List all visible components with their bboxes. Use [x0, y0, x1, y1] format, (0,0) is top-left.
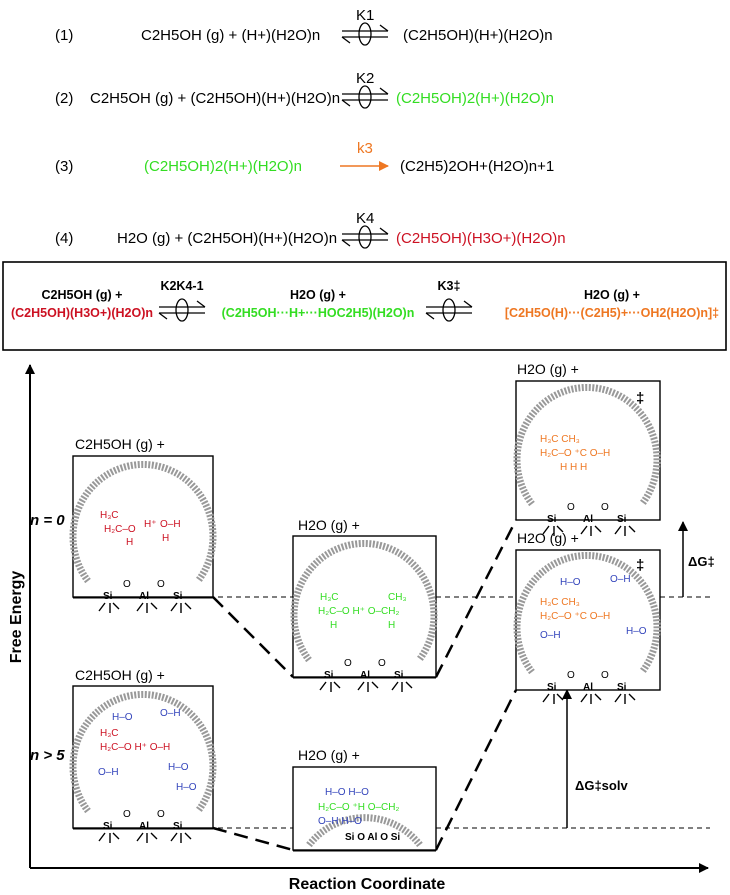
- svg-text:O–H: O–H: [160, 519, 181, 530]
- svg-text:H₂C–O: H₂C–O: [104, 524, 136, 535]
- svg-text:H⁺: H⁺: [144, 519, 157, 530]
- box-species3-line2: [C2H5O(H)···(C2H5)+···OH2(H2O)n]‡: [505, 306, 719, 320]
- svg-text:H₂C–O H⁺ O–CH₂: H₂C–O H⁺ O–CH₂: [318, 606, 400, 617]
- eq-lhs: C2H5OH (g) + (H+)(H2O)n: [141, 27, 320, 44]
- eq-lhs: H2O (g) + (C2H5OH)(H+)(H2O)n: [117, 230, 337, 247]
- summary-box-border: [2, 261, 727, 351]
- equilibrium-arrow-icon: [341, 85, 389, 109]
- n0-label: n = 0: [30, 512, 65, 529]
- x-axis-label: Reaction Coordinate: [289, 876, 446, 893]
- eq-k: k3: [357, 140, 373, 157]
- svg-text:H–O: H–O: [176, 782, 197, 793]
- eq-number: (1): [55, 27, 73, 44]
- state-label: H2O (g) +: [298, 517, 360, 533]
- svg-text:H: H: [330, 620, 337, 631]
- box-species2-line1: H2O (g) +: [290, 288, 346, 302]
- eq-number: (4): [55, 230, 73, 247]
- svg-text:H H H: H H H: [560, 462, 587, 473]
- svg-text:H–O: H–O: [112, 712, 133, 723]
- summary-box: C2H5OH (g) + (C2H5OH)(H3O+)(H2O)n K2K4-1…: [2, 261, 727, 351]
- svg-text:H–O H–O: H–O H–O: [325, 787, 369, 798]
- state-water-n5: H2O (g) + H–O H–O H₂C–O ⁺H O–CH₂ O–H H–O…: [292, 747, 437, 851]
- eq-k: K1: [356, 7, 374, 24]
- svg-text:O–H: O–H: [610, 574, 631, 585]
- dG-solv-label: ΔG‡solv: [575, 778, 628, 793]
- eq-rhs: (C2H5OH)(H+)(H2O)n: [403, 27, 553, 44]
- box-species3-line1: H2O (g) +: [584, 288, 640, 302]
- state-ts-n5: H2O (g) + ‡ H–O O–H H₃C CH₃ H₂C–O ⁺C O–H…: [516, 530, 661, 704]
- n5-label: n > 5: [30, 747, 65, 764]
- box-species1-line2: (C2H5OH)(H3O+)(H2O)n: [11, 306, 153, 320]
- box-species2-line2: (C2H5OH···H+···HOC2H5)(H2O)n: [222, 306, 415, 320]
- svg-text:H: H: [126, 537, 133, 548]
- svg-text:H₃C: H₃C: [100, 728, 119, 739]
- state-label: H2O (g) +: [517, 361, 579, 377]
- box-species1-line1: C2H5OH (g) +: [42, 288, 123, 302]
- svg-text:O–H: O–H: [160, 708, 181, 719]
- svg-text:H₃C CH₃: H₃C CH₃: [540, 597, 580, 608]
- eq-number: (3): [55, 158, 73, 175]
- svg-text:Si O Al O Si: Si O Al O Si: [345, 832, 400, 843]
- dagger-symbol: ‡: [636, 390, 644, 407]
- svg-text:H: H: [388, 620, 395, 631]
- eq-k: K4: [356, 210, 374, 227]
- eq-number: (2): [55, 90, 73, 107]
- svg-text:H: H: [162, 533, 169, 544]
- state-ts-n0: H2O (g) + ‡ H₃C CH₃ H₂C–O ⁺C O–H H H H: [516, 361, 661, 536]
- svg-text:H–O: H–O: [168, 762, 189, 773]
- eq-rhs: (C2H5OH)2(H+)(H2O)n: [396, 90, 554, 107]
- state-label: C2H5OH (g) +: [75, 436, 165, 452]
- box-k-b: K3‡: [438, 279, 461, 293]
- equation-2: (2) C2H5OH (g) + (C2H5OH)(H+)(H2O)n K2 (…: [55, 70, 554, 109]
- state-ethanol-n5: C2H5OH (g) + H–O O–H H₃C H₂C–O H⁺ O–H H–…: [73, 667, 213, 843]
- y-axis-label: Free Energy: [8, 571, 25, 664]
- box-k-a: K2K4-1: [160, 279, 203, 293]
- equilibrium-arrow-icon: [341, 225, 389, 249]
- svg-text:H₂C–O ⁺C O–H: H₂C–O ⁺C O–H: [540, 448, 610, 459]
- state-label: H2O (g) +: [298, 747, 360, 763]
- svg-text:O–H: O–H: [540, 630, 561, 641]
- eq-lhs: C2H5OH (g) + (C2H5OH)(H+)(H2O)n: [90, 90, 340, 107]
- eq-rhs: (C2H5OH)(H3O+)(H2O)n: [396, 230, 566, 247]
- equation-1: (1) C2H5OH (g) + (H+)(H2O)n K1 (C2H5OH)(…: [55, 7, 553, 46]
- state-label: C2H5OH (g) +: [75, 667, 165, 683]
- eq-lhs: (C2H5OH)2(H+)(H2O)n: [144, 158, 302, 175]
- state-ethanol-n0: C2H5OH (g) + H₃C H₂C–O H⁺ O–H H H: [73, 436, 213, 613]
- state-label: H2O (g) +: [517, 530, 579, 546]
- svg-text:H₂C–O ⁺H O–CH₂: H₂C–O ⁺H O–CH₂: [318, 802, 400, 813]
- eq-rhs: (C2H5)2OH+(H2O)n+1: [400, 158, 554, 175]
- svg-text:O–H H–O: O–H H–O: [318, 816, 362, 827]
- eq-k: K2: [356, 70, 374, 87]
- svg-text:CH₃: CH₃: [388, 592, 407, 603]
- svg-text:H₂C–O H⁺ O–H: H₂C–O H⁺ O–H: [100, 742, 170, 753]
- equation-4: (4) H2O (g) + (C2H5OH)(H+)(H2O)n K4 (C2H…: [55, 210, 566, 249]
- equilibrium-arrow-icon: [341, 22, 389, 46]
- equation-3: (3) (C2H5OH)2(H+)(H2O)n k3 (C2H5)2OH+(H2…: [55, 140, 554, 175]
- svg-text:H₃C CH₃: H₃C CH₃: [540, 434, 580, 445]
- svg-text:H₂C–O ⁺C O–H: H₂C–O ⁺C O–H: [540, 611, 610, 622]
- svg-text:H₃C: H₃C: [100, 510, 119, 521]
- svg-text:O–H: O–H: [98, 767, 119, 778]
- svg-text:H₃C: H₃C: [320, 592, 339, 603]
- svg-text:H–O: H–O: [560, 577, 581, 588]
- dagger-symbol: ‡: [636, 557, 644, 574]
- state-water-n0: H2O (g) + H₃C H₂C–O H⁺ O–CH₂ H H CH₃: [293, 517, 436, 692]
- dG-label: ΔG‡: [688, 554, 715, 569]
- svg-text:H–O: H–O: [626, 626, 647, 637]
